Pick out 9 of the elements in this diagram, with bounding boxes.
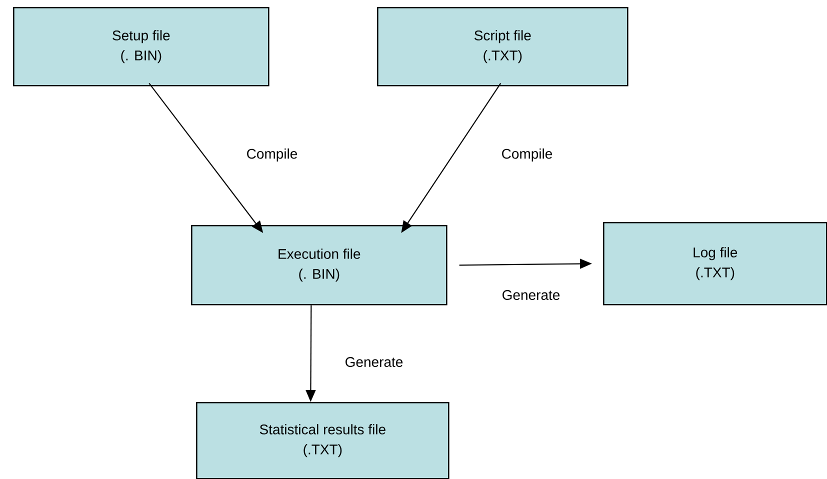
file-box: Statistical results file (.TXT) <box>196 402 450 479</box>
edge-label: Compile <box>500 147 554 163</box>
file-box: Execution file (. BIN) <box>191 225 448 306</box>
edge-label: Compile <box>245 147 299 163</box>
file-box: Script file (.TXT) <box>377 7 628 86</box>
file-box: Log file (.TXT) <box>603 222 827 306</box>
file-box: Setup file (. BIN) <box>13 7 270 86</box>
edge-label: Generate <box>344 356 404 368</box>
edge-label: Generate <box>500 289 562 301</box>
